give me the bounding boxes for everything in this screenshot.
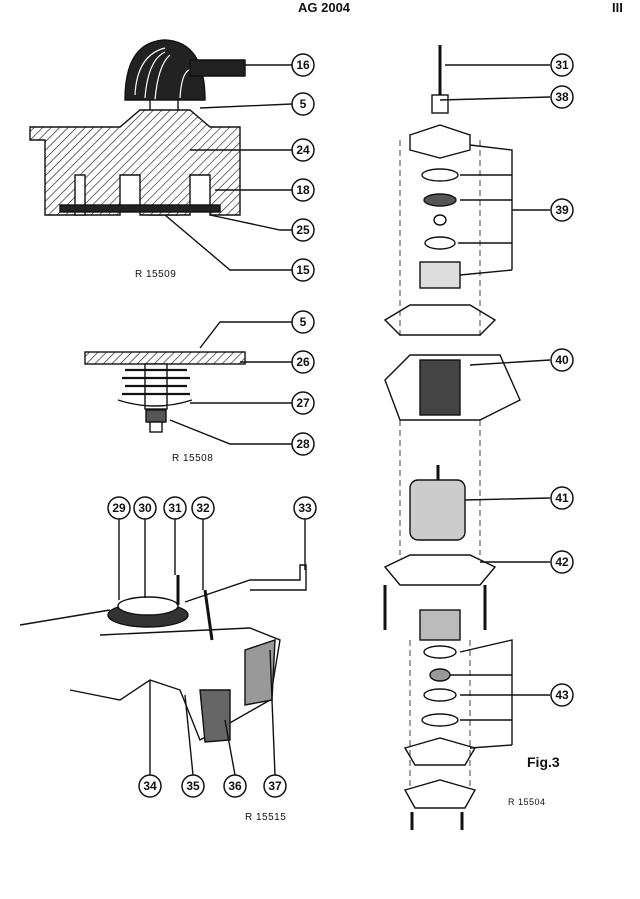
- callout-27: 27: [296, 396, 310, 410]
- callout-15: 15: [296, 263, 310, 277]
- callout-5: 5: [300, 97, 307, 111]
- callout-25: 25: [296, 223, 310, 237]
- callout-5b: 5: [300, 315, 307, 329]
- callout-32: 32: [196, 501, 210, 515]
- callout-35: 35: [186, 779, 200, 793]
- drawing-ref-r15515: R 15515: [245, 812, 286, 823]
- spring-assembly-drawing: [84, 351, 246, 433]
- callout-41: 41: [555, 491, 569, 505]
- callout-34: 34: [143, 779, 157, 793]
- callout-26: 26: [296, 355, 310, 369]
- callout-16: 16: [296, 58, 310, 72]
- callout-30: 30: [138, 501, 152, 515]
- figure-label: Fig.3: [527, 754, 560, 770]
- drawing-ref-r15509: R 15509: [135, 269, 176, 280]
- callout-29: 29: [112, 501, 126, 515]
- callout-40: 40: [555, 353, 569, 367]
- callout-33: 33: [298, 501, 312, 515]
- callout-38: 38: [555, 90, 569, 104]
- document-title: AG 2004: [298, 0, 351, 15]
- callout-28: 28: [296, 437, 310, 451]
- callout-39: 39: [555, 203, 569, 217]
- callout-18: 18: [296, 183, 310, 197]
- callout-24: 24: [296, 143, 310, 157]
- mechanism-drawing: [69, 564, 307, 743]
- knob-assembly-drawing: [29, 39, 246, 216]
- page-number: III: [612, 0, 623, 15]
- motor-stack-drawing: [383, 45, 521, 830]
- callout-36: 36: [228, 779, 242, 793]
- callout-37: 37: [268, 779, 282, 793]
- drawing-ref-r15504: R 15504: [508, 797, 546, 807]
- drawing-ref-r15508: R 15508: [172, 453, 213, 464]
- callout-42: 42: [555, 555, 569, 569]
- callout-31b: 31: [555, 58, 569, 72]
- callout-31: 31: [168, 501, 182, 515]
- callout-43: 43: [555, 688, 569, 702]
